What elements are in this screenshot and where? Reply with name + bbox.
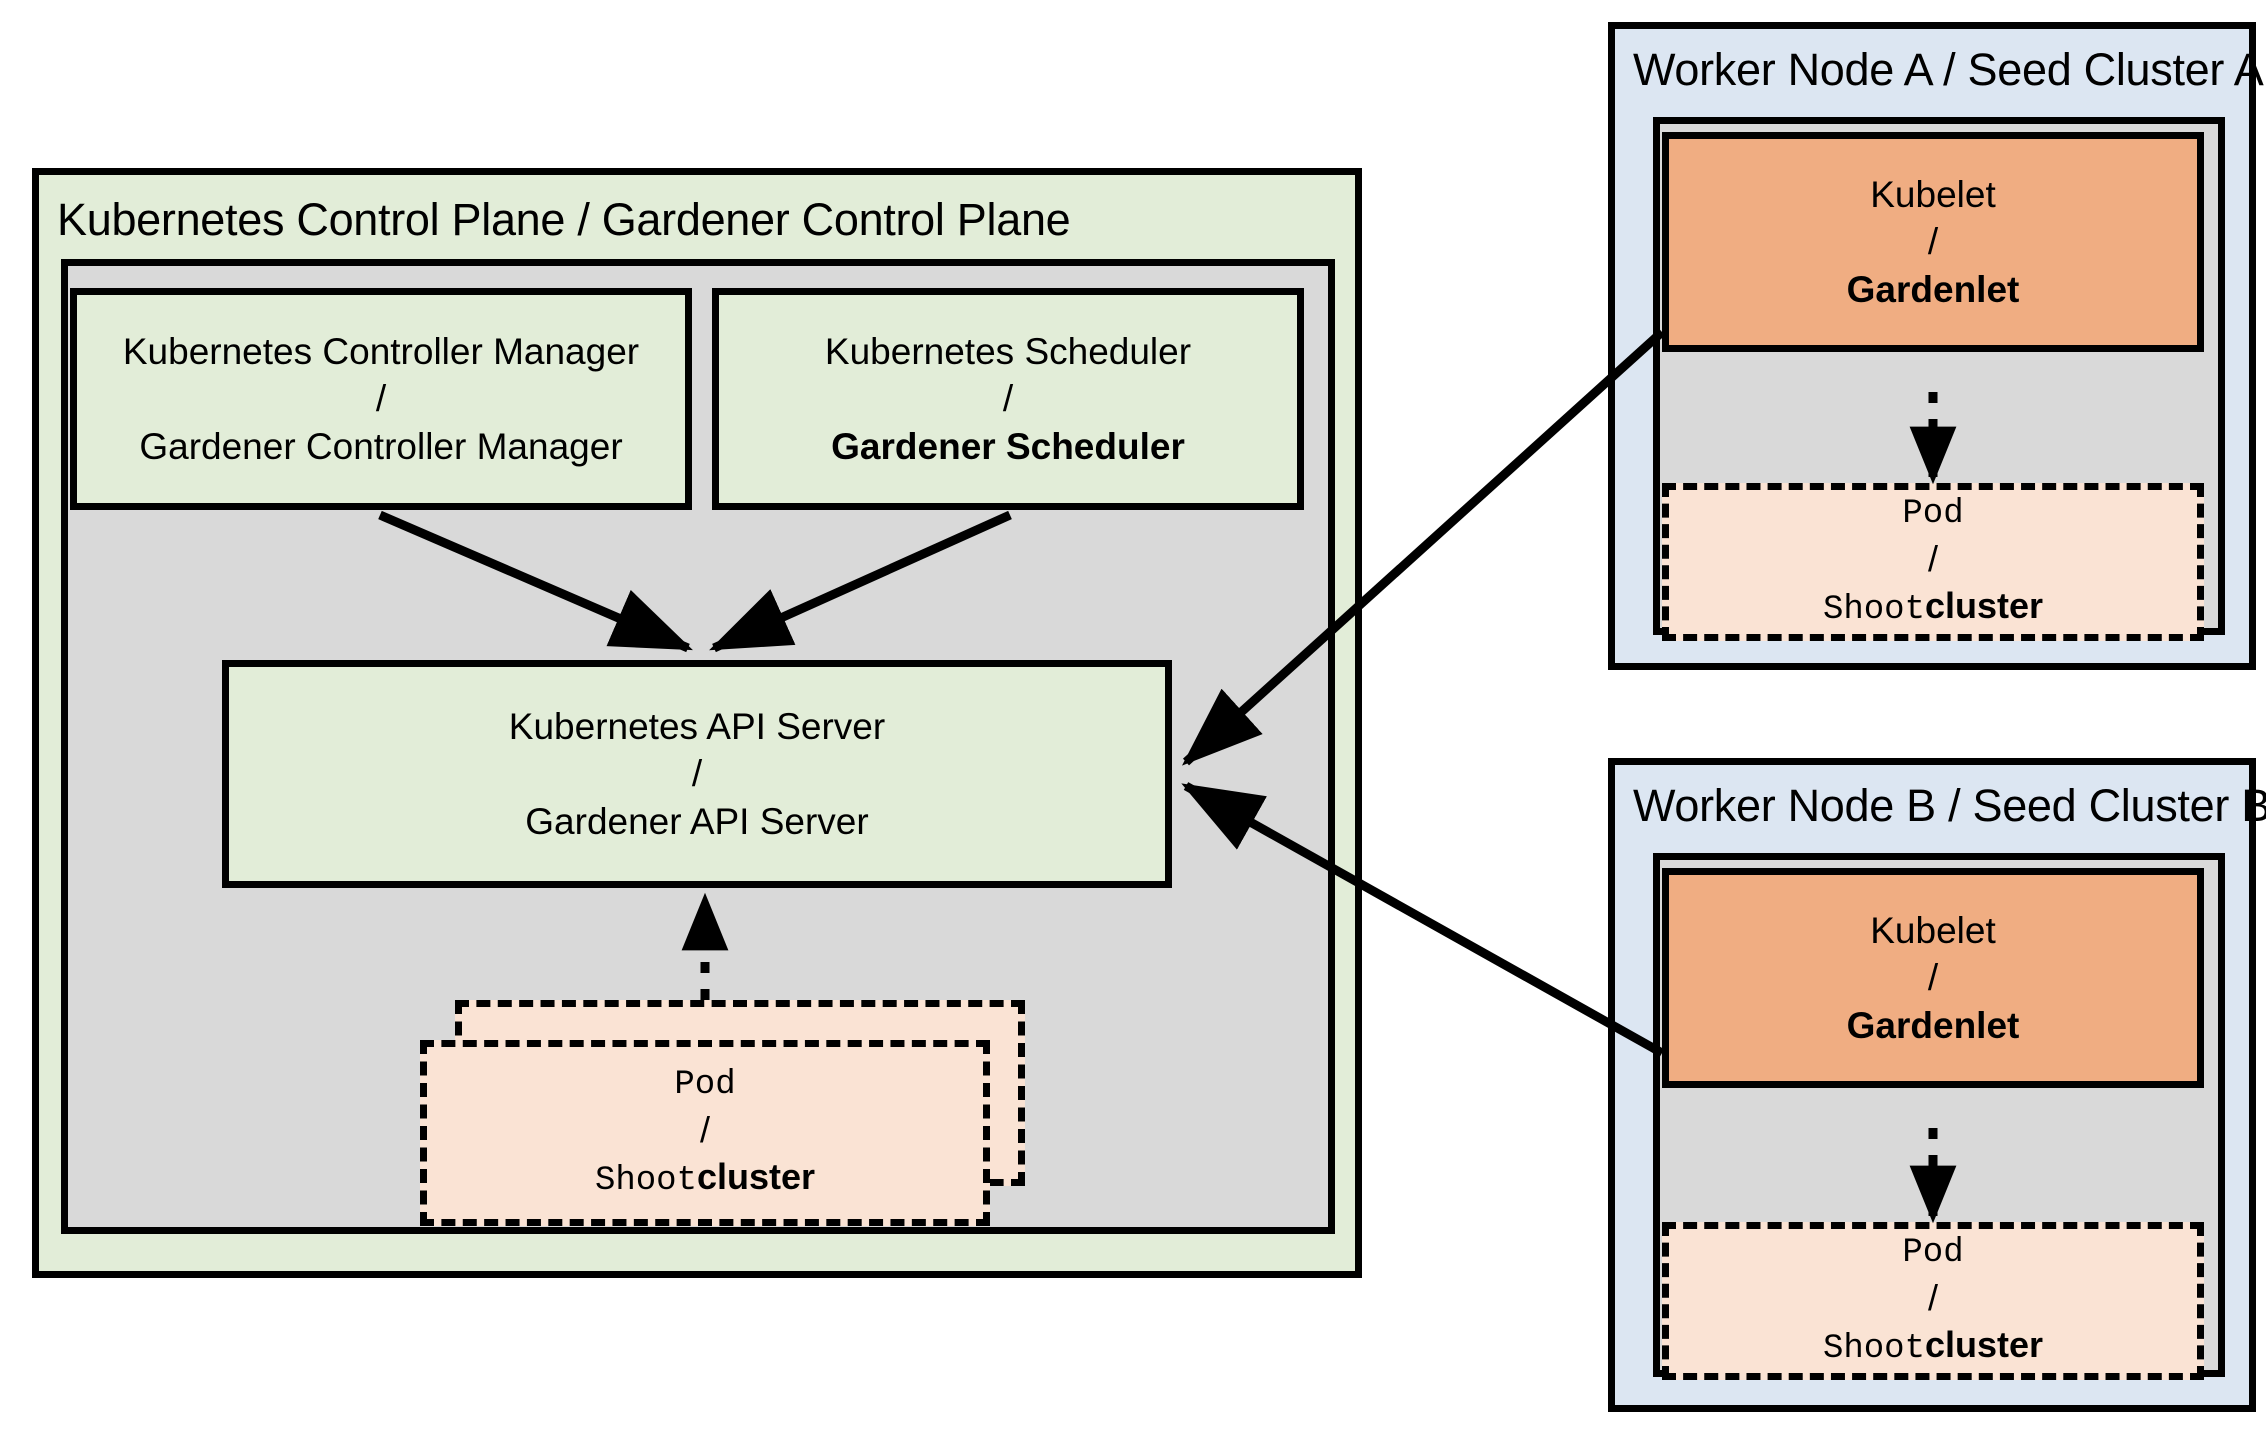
api-server-separator: / <box>691 753 703 795</box>
gardenlet-a-separator: / <box>1927 221 1939 263</box>
gardenlet-b-separator: / <box>1927 957 1939 999</box>
kubernetes-api-server-box[interactable]: Kubernetes API Server / Gardener API Ser… <box>222 660 1172 888</box>
scheduler-line1: Kubernetes Scheduler <box>824 330 1192 372</box>
seed-b-pod-shoot-word: Shoot <box>1822 1329 1925 1368</box>
seed-b-pod-cluster-word: cluster <box>1924 1323 2044 1365</box>
gardenlet-a-line1: Kubelet <box>1870 173 1996 215</box>
seed-a-pod-cluster-word: cluster <box>1924 584 2044 626</box>
control-plane-pod-shoot-word: Shoot <box>594 1161 697 1200</box>
controller-manager-separator: / <box>375 378 387 420</box>
gardenlet-a-line2: Gardenlet <box>1846 268 2020 310</box>
seed-a-pod-box[interactable]: Pod / Shootcluster <box>1662 483 2204 641</box>
gardenlet-b-line2: Gardenlet <box>1846 1004 2020 1046</box>
seed-a-pod-separator: / <box>1927 538 1938 580</box>
control-plane-pod-line1: Pod <box>674 1065 736 1104</box>
gardenlet-a-box[interactable]: Kubelet / Gardenlet <box>1662 132 2204 352</box>
gardenlet-b-line1: Kubelet <box>1870 909 1996 951</box>
api-server-line2: Gardener API Server <box>525 800 869 842</box>
control-plane-pod-line2: Shootcluster <box>595 1154 815 1203</box>
scheduler-line2: Gardener Scheduler <box>831 425 1185 467</box>
gardenlet-b-box[interactable]: Kubelet / Gardenlet <box>1662 868 2204 1088</box>
control-plane-pod-box[interactable]: Pod / Shootcluster <box>420 1040 990 1226</box>
control-plane-title: Kubernetes Control Plane / Gardener Cont… <box>57 194 1071 245</box>
seed-a-pod-line1: Pod <box>1902 494 1964 533</box>
seed-a-pod-shoot-word: Shoot <box>1822 590 1925 629</box>
control-plane-pod-cluster-word: cluster <box>696 1155 816 1197</box>
scheduler-separator: / <box>1002 378 1014 420</box>
seed-cluster-b-title: Worker Node B / Seed Cluster B <box>1633 780 2266 831</box>
controller-manager-line1: Kubernetes Controller Manager <box>122 330 640 372</box>
seed-cluster-a-title: Worker Node A / Seed Cluster A <box>1633 44 2264 95</box>
seed-b-pod-line1: Pod <box>1902 1233 1964 1272</box>
control-plane-pod-separator: / <box>699 1109 710 1151</box>
kubernetes-controller-manager-box[interactable]: Kubernetes Controller Manager / Gardener… <box>70 288 692 510</box>
api-server-line1: Kubernetes API Server <box>508 705 886 747</box>
kubernetes-scheduler-box[interactable]: Kubernetes Scheduler / Gardener Schedule… <box>712 288 1304 510</box>
seed-a-pod-line2: Shootcluster <box>1823 583 2043 632</box>
seed-b-pod-box[interactable]: Pod / Shootcluster <box>1662 1222 2204 1380</box>
seed-b-pod-separator: / <box>1927 1277 1938 1319</box>
seed-b-pod-line2: Shootcluster <box>1823 1322 2043 1371</box>
controller-manager-line2: Gardener Controller Manager <box>139 425 623 467</box>
